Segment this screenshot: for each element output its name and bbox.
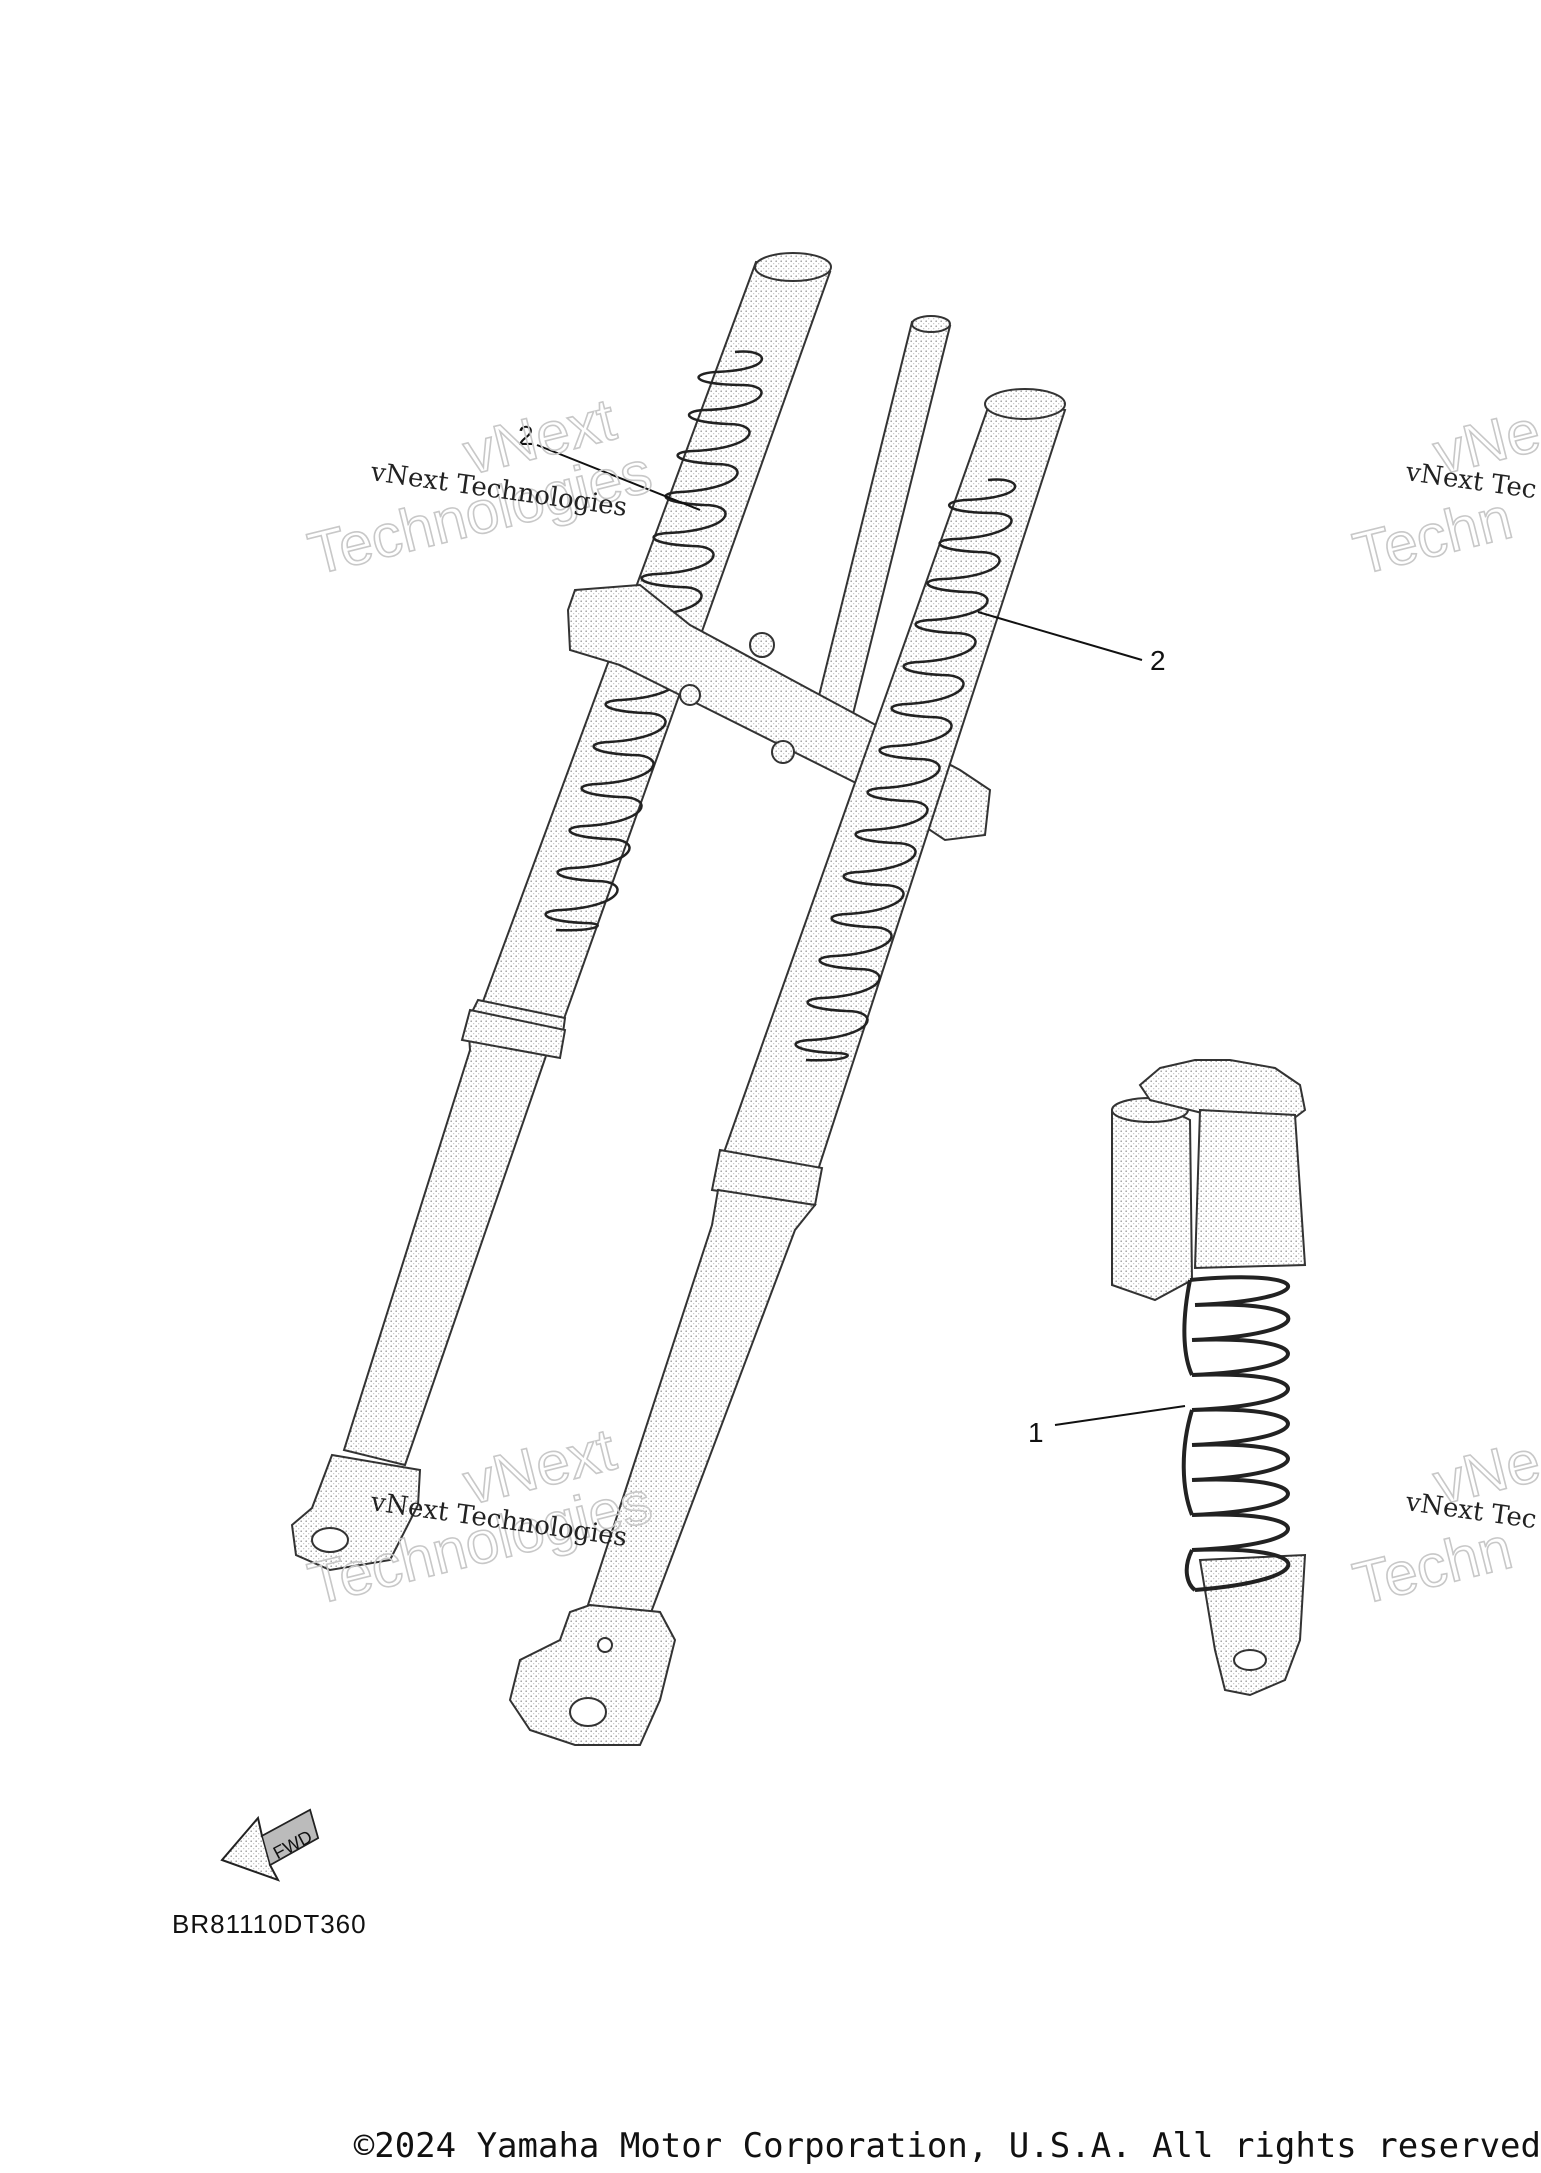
svg-text:2: 2 xyxy=(518,420,534,451)
fwd-arrow-icon: FWD xyxy=(220,1808,320,1882)
watermark-bottom-right: vNe Techn vNext Tec xyxy=(1346,1426,1541,1618)
svg-text:2: 2 xyxy=(1150,645,1166,676)
copyright-text: ©2024 Yamaha Motor Corporation, U.S.A. A… xyxy=(353,2126,1541,2166)
steering-stem xyxy=(806,315,952,748)
diagram-code: BR81110DT360 xyxy=(172,1909,367,1939)
svg-text:Techn: Techn xyxy=(1347,484,1519,588)
callout-1: 1 xyxy=(1028,1405,1186,1448)
watermark-top-right: vNe Techn vNext Tec xyxy=(1346,396,1541,588)
rear-shock-absorber xyxy=(1111,1059,1307,1697)
callout-2-left: 2 xyxy=(518,420,701,511)
callout-2-right: 2 xyxy=(977,611,1166,676)
svg-text:Techn: Techn xyxy=(1347,1514,1519,1618)
rear-shock-spring xyxy=(1181,1275,1291,1592)
copyright-footer: ©2024 Yamaha Motor Corporation, U.S.A. A… xyxy=(0,2126,1541,2166)
right-fork-spring xyxy=(794,478,1017,1062)
watermark-top-left: vNext Technologies vNext Technologies xyxy=(301,385,659,589)
svg-text:1: 1 xyxy=(1028,1417,1044,1448)
